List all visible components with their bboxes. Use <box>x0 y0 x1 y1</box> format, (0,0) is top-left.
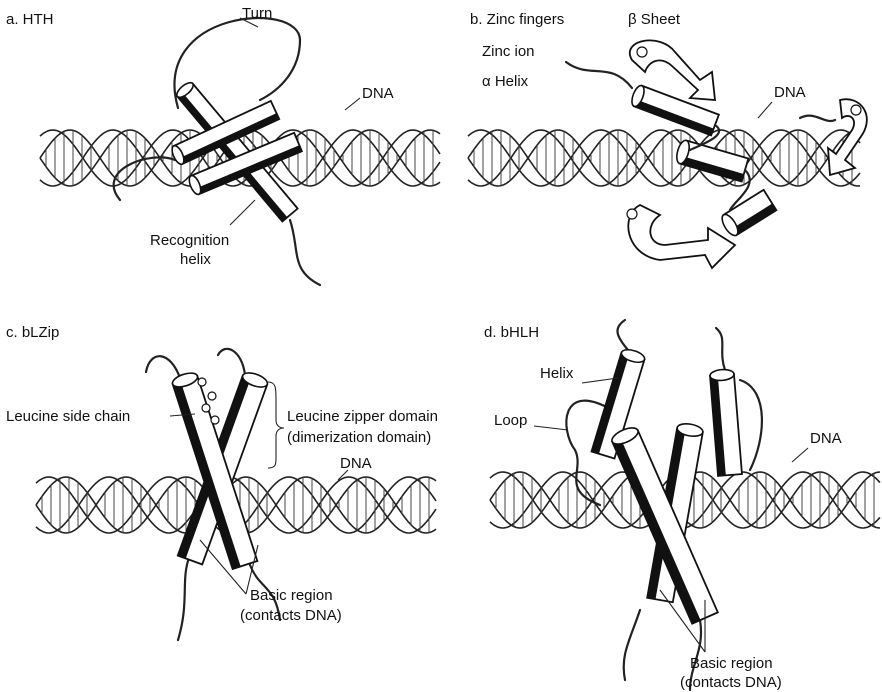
blzip-dna-label: DNA <box>340 455 372 472</box>
bhlh-helix-upper-right <box>710 369 742 476</box>
hth-dna-label: DNA <box>362 85 394 102</box>
hth-recognition-label-2: helix <box>180 251 211 268</box>
zinc-entry-strand <box>566 62 632 88</box>
zinc-dna-leader <box>758 102 772 118</box>
zinc-ion-3 <box>851 105 861 115</box>
panel-zinc-fingers: b. Zinc fingers β Sheet Zinc ion α Helix… <box>468 11 867 268</box>
panel-hth-title: a. HTH <box>6 11 54 28</box>
blzip-bottom-tail-left <box>178 555 190 640</box>
blzip-zipper-label-2: (dimerization domain) <box>287 429 431 446</box>
bhlh-loop-right <box>740 380 762 470</box>
zinc-helix-2 <box>674 139 748 182</box>
leucine-bead-4 <box>211 416 219 424</box>
blzip-top-tail-left <box>146 356 180 378</box>
blzip-leucine-label: Leucine side chain <box>6 408 130 425</box>
bhlh-basic-label-2: (contacts DNA) <box>680 674 782 691</box>
panel-zinc-dna <box>468 130 860 186</box>
panel-bhlh-title: d. bHLH <box>484 324 539 341</box>
leucine-bead-3 <box>202 404 210 412</box>
leucine-bead-1 <box>198 378 206 386</box>
panel-blzip: c. bLZip Leucine side chain Leucine zipp… <box>6 324 438 640</box>
dna-strand-b <box>468 130 860 186</box>
hth-recognition-leader <box>230 200 255 225</box>
dna-strand-a <box>468 130 860 186</box>
panel-hth: a. HTH Turn DNA Recognition helix <box>6 5 440 285</box>
blzip-basic-label-1: Basic region <box>250 587 333 604</box>
bhlh-top-tail-right <box>716 328 725 370</box>
bhlh-helix-label: Helix <box>540 365 574 382</box>
zinc-ion-2 <box>627 209 637 219</box>
hth-dna-leader <box>345 98 360 110</box>
zinc-beta-sheet-2 <box>628 205 735 268</box>
zinc-ion-1 <box>637 47 647 57</box>
blzip-zipper-label-1: Leucine zipper domain <box>287 408 438 425</box>
zinc-helix-3 <box>719 190 776 238</box>
bhlh-loop-leader <box>534 426 568 430</box>
bhlh-dna-leader <box>792 448 808 462</box>
hth-tail <box>290 220 320 285</box>
blzip-top-tail-right <box>218 349 245 375</box>
dna-strand-b-edge <box>468 130 860 186</box>
bhlh-basic-label-1: Basic region <box>690 655 773 672</box>
panel-blzip-title: c. bLZip <box>6 324 59 341</box>
hth-turn-label: Turn <box>242 5 272 22</box>
bhlh-loop-label: Loop <box>494 412 527 429</box>
blzip-basic-label-2: (contacts DNA) <box>240 607 342 624</box>
zinc-third-finger-strand <box>800 116 835 121</box>
zinc-beta-sheet-label: β Sheet <box>628 11 681 28</box>
panel-bhlh: d. bHLH Helix Loop DNA Basic region (con… <box>484 320 880 691</box>
blzip-zipper-bracket <box>268 382 284 468</box>
panel-zinc-title: b. Zinc fingers <box>470 11 564 28</box>
dna-strand-a-edge <box>468 130 860 186</box>
zinc-dna-label: DNA <box>774 84 806 101</box>
bhlh-dna-label: DNA <box>810 430 842 447</box>
hth-recognition-label-1: Recognition <box>150 232 229 249</box>
zinc-alpha-helix-label: α Helix <box>482 73 529 90</box>
zinc-ion-label: Zinc ion <box>482 43 535 60</box>
leucine-bead-2 <box>208 392 216 400</box>
